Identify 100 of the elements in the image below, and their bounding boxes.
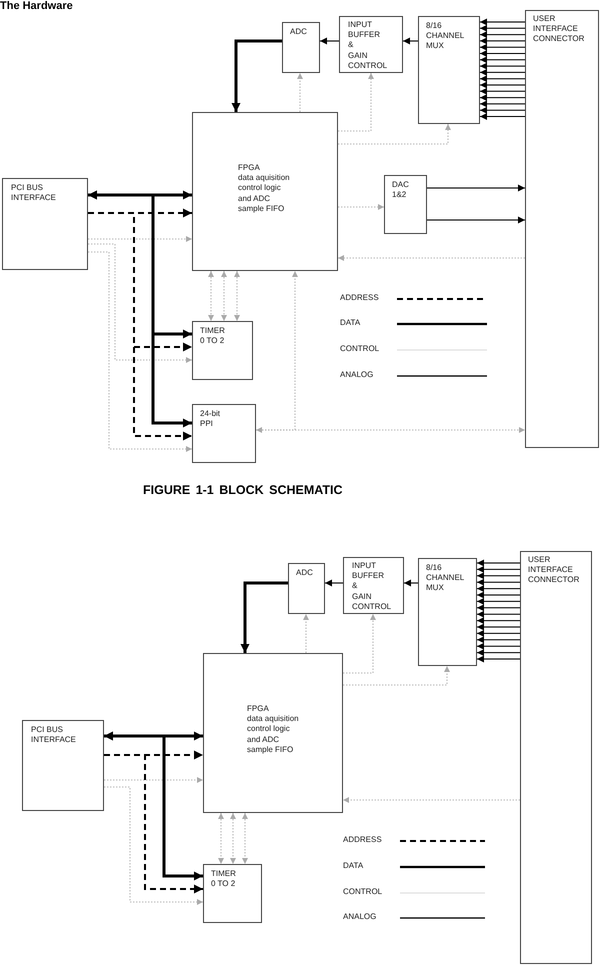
arrow [476, 598, 520, 605]
arrow [297, 72, 303, 112]
arrow [88, 244, 192, 363]
arrow [242, 812, 248, 864]
block-box [22, 720, 104, 811]
arrow [426, 216, 526, 224]
arrow [480, 24, 526, 32]
legend-label: CONTROL [343, 887, 382, 896]
arrow [88, 236, 192, 242]
arrow [426, 184, 526, 192]
block-box [192, 321, 253, 380]
arrow [338, 255, 526, 261]
legend-label: ADDRESS [343, 835, 382, 844]
arrow [256, 427, 526, 433]
arrow [402, 38, 418, 44]
arrow [342, 666, 450, 686]
block-box [520, 551, 592, 964]
block-box [339, 16, 403, 73]
arrow [476, 624, 520, 630]
block-label: ADC [296, 568, 313, 578]
arrow [476, 656, 520, 662]
block-box [288, 563, 325, 614]
arrow [476, 585, 520, 592]
figure-caption: FIGURE 1-1 BLOCK SCHEMATIC [143, 483, 343, 497]
arrow [480, 31, 526, 38]
legend-label: ADDRESS [340, 293, 379, 302]
arrow [480, 106, 526, 114]
arrow [476, 617, 520, 624]
arrow [104, 786, 204, 905]
arrow [240, 582, 288, 653]
arrow [476, 636, 520, 644]
legend-label: ANALOG [340, 370, 374, 379]
arrow [480, 18, 526, 26]
block-label: USER INTERFACE CONNECTOR [528, 555, 580, 586]
arrow [480, 44, 526, 51]
block-label: 8/16 CHANNEL MUX [426, 563, 464, 594]
block-label: 8/16 CHANNEL MUX [426, 21, 464, 52]
block-label: DAC 1&2 [392, 180, 409, 200]
arrow [338, 124, 451, 144]
arrow [221, 270, 227, 322]
arrow [230, 812, 236, 864]
legend-label: DATA [340, 318, 360, 327]
block-box [384, 175, 427, 234]
block-label: PCI BUS INTERFACE [31, 725, 76, 746]
arrow [404, 580, 418, 586]
block-box [192, 112, 338, 271]
legend-label: DATA [343, 861, 364, 870]
arrow [480, 88, 526, 95]
arrow [476, 642, 520, 650]
arrow [476, 610, 520, 618]
arrow [324, 580, 344, 586]
block-label: PCI BUS INTERFACE [11, 183, 56, 204]
arrow [480, 62, 526, 70]
arrow [480, 94, 526, 102]
arrow [480, 82, 526, 88]
block-box [282, 22, 320, 73]
arrow [234, 270, 240, 322]
block-box [203, 653, 343, 813]
arrow [303, 614, 309, 654]
arrow [480, 56, 526, 64]
block-label: TIMER 0 TO 2 [211, 869, 236, 890]
arrow [104, 754, 203, 894]
block-box [343, 557, 404, 614]
block-label: TIMER 0 TO 2 [200, 326, 225, 346]
arrow [480, 113, 526, 120]
legend-label: CONTROL [340, 344, 380, 353]
arrow [342, 614, 376, 674]
arrow [104, 732, 203, 880]
arrow [480, 50, 526, 57]
block-label: FPGA data aquisition control logic and ADC sample FIFO [238, 163, 290, 214]
block-box [192, 404, 256, 463]
block-box [203, 864, 262, 923]
arrow [476, 604, 520, 612]
arrow [480, 68, 526, 76]
block-box [418, 16, 480, 124]
arrow [338, 204, 384, 210]
arrow [338, 72, 374, 132]
block-box [2, 178, 88, 270]
block-label: ADC [290, 27, 307, 38]
block-label: INPUT BUFFER & GAIN CONTROL [348, 20, 388, 72]
arrow [88, 252, 192, 452]
block-label: 24-bit PPI [200, 409, 220, 430]
legend-label: ANALOG [343, 912, 376, 921]
arrow [476, 592, 520, 598]
arrow [232, 40, 282, 112]
arrow [104, 777, 204, 783]
block-label: FPGA data aquisition control logic and ADC sample FIFO [247, 704, 299, 756]
page-heading: The Hardware [0, 0, 73, 12]
arrow [476, 566, 520, 573]
arrow [480, 37, 526, 44]
arrow [208, 270, 214, 322]
arrow [476, 630, 520, 637]
arrow [342, 797, 520, 803]
block-label: INPUT BUFFER & GAIN CONTROL [352, 561, 392, 612]
arrow [256, 270, 298, 430]
arrow [476, 560, 520, 566]
arrow [480, 75, 526, 82]
arrow [476, 572, 520, 580]
arrow [476, 649, 520, 656]
block-box [525, 10, 599, 448]
